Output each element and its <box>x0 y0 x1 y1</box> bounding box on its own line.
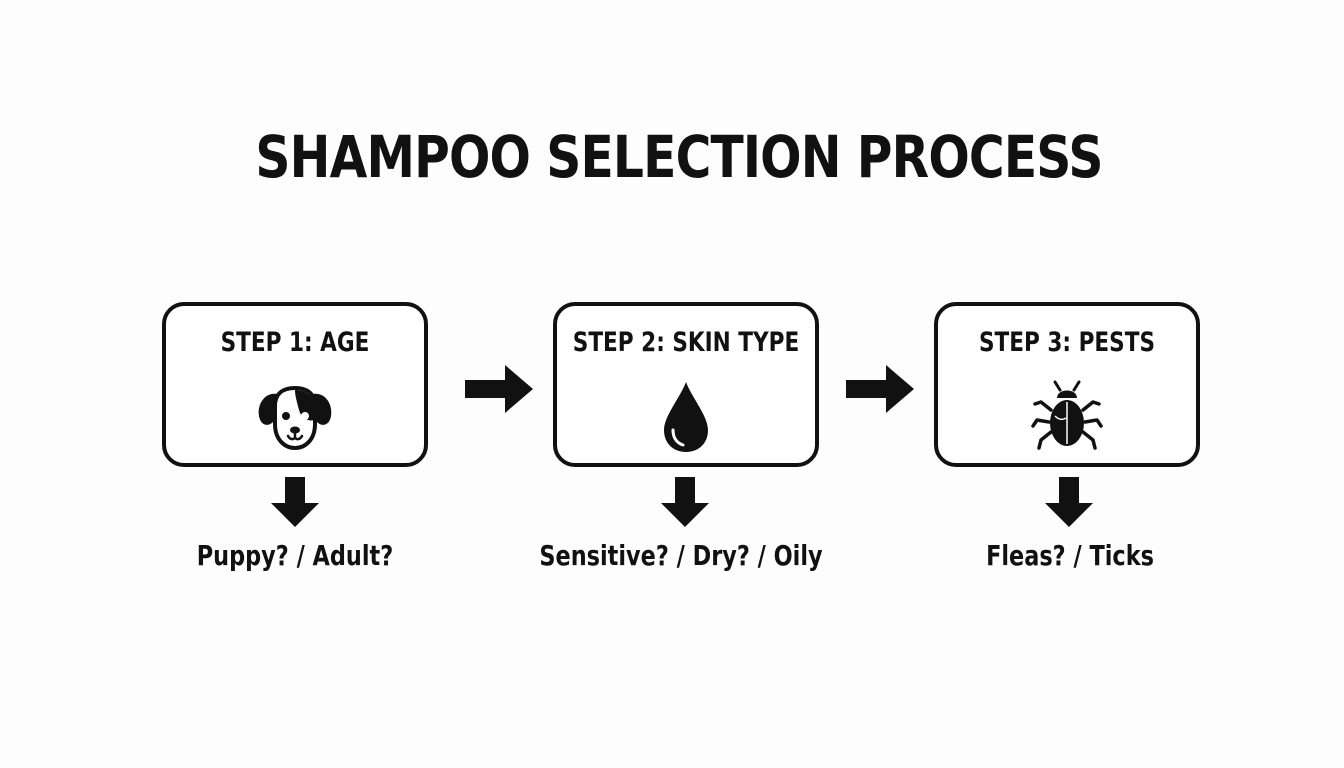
flow-arrow-right-icon <box>846 363 914 415</box>
bug-icon <box>1027 376 1107 456</box>
step-2-options: Sensitive? / Dry? / Oily <box>539 539 823 572</box>
step-1-label: STEP 1: AGE <box>220 327 370 358</box>
water-drop-icon <box>646 376 726 456</box>
step-2-label: STEP 2: SKIN TYPE <box>572 327 800 358</box>
down-arrow-icon <box>1043 477 1095 527</box>
step-3-options: Fleas? / Ticks <box>986 539 1154 572</box>
step-3-label: STEP 3: PESTS <box>978 327 1156 358</box>
step-1-options: Puppy? / Adult? <box>196 539 394 572</box>
down-arrow-icon <box>659 477 711 527</box>
down-arrow-icon <box>269 477 321 527</box>
flow-arrow-right-icon <box>465 363 533 415</box>
step-2-box: STEP 2: SKIN TYPE <box>553 302 819 467</box>
step-1-box: STEP 1: AGE <box>162 302 428 467</box>
dog-icon <box>255 376 335 456</box>
step-3-box: STEP 3: PESTS <box>934 302 1200 467</box>
page-title: SHAMPOO SELECTION PROCESS <box>255 123 1103 191</box>
